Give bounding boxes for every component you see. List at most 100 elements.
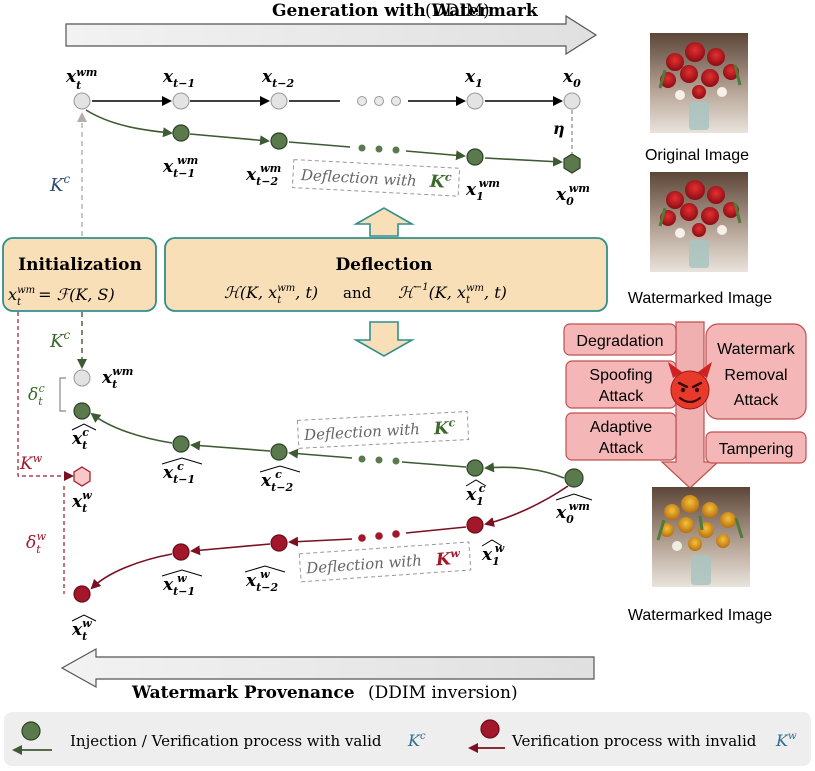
svg-text:Kw: Kw: [434, 547, 461, 571]
bottom-valid-deflection-note: Deflection with Kc: [296, 410, 470, 449]
svg-text:x0: x0: [562, 67, 581, 90]
svg-text:xt−2: xt−2: [261, 67, 294, 90]
node-x0-wm-hat: [564, 468, 584, 488]
node-x1-wm: [466, 148, 484, 166]
attack-watermark-removal: Watermark Removal Attack: [705, 323, 807, 420]
svg-text:Watermark: Watermark: [717, 341, 796, 358]
bottom-invalid-labels: x1w xt−2w xt−1w xtw: [71, 539, 505, 643]
node-xt-2-c-hat: [270, 443, 288, 461]
svg-text:Adaptive: Adaptive: [590, 419, 652, 436]
original-image: [650, 33, 748, 133]
top-wm-chain: [85, 109, 581, 174]
svg-text:xt−1w: xt−1w: [162, 572, 195, 598]
svg-text:Spoofing: Spoofing: [589, 367, 652, 384]
svg-text:xt−2wm: xt−2wm: [245, 162, 281, 188]
svg-text:xtw: xtw: [71, 617, 92, 643]
bottom-invalid-chain: [73, 485, 569, 603]
attack-spoofing: Spoofing Attack: [565, 360, 677, 409]
deflection-box: Deflection ℋ(K, xtwm, t) and ℋ−1(K, xtwm…: [164, 237, 608, 312]
svg-text:Deflection: Deflection: [335, 255, 432, 275]
svg-text:xtwm= ℱ(K, S): xtwm= ℱ(K, S): [8, 285, 115, 308]
legend: Injection / Verification process with va…: [4, 712, 811, 766]
legend-valid-text: Injection / Verification process with va…: [70, 732, 382, 750]
top-chain-labels: xtwm xt−1 xt−2 x1 x0: [65, 66, 581, 92]
node-xt-1-wm: [172, 124, 190, 142]
down-arrow: [352, 321, 416, 357]
watermarked-image-label-1: Watermarked Image: [628, 290, 772, 307]
svg-text:Removal: Removal: [724, 367, 787, 384]
attack-degradation: Degradation: [563, 323, 677, 356]
node-xt-2: [270, 92, 288, 110]
svg-text:Attack: Attack: [599, 440, 644, 457]
svg-text:Kc: Kc: [432, 416, 456, 439]
svg-text:xtc: xtc: [71, 426, 89, 452]
svg-text:Attack: Attack: [599, 388, 644, 405]
bottom-valid-chain: [73, 402, 584, 488]
node-x1-c-hat: [466, 459, 484, 477]
svg-text:x0wm: x0wm: [555, 182, 590, 208]
svg-text:xt−2c: xt−2c: [260, 468, 293, 494]
svg-text:xtwm: xtwm: [65, 66, 97, 92]
node-xt-w: [73, 466, 91, 487]
svg-text:Kc: Kc: [407, 731, 426, 750]
kw-label: Kw: [19, 452, 43, 474]
node-x1-w-hat: [466, 516, 484, 534]
delta-w-label: δtw: [26, 530, 47, 556]
svg-text:Tampering: Tampering: [719, 441, 794, 458]
node-x0: [563, 92, 581, 110]
attack-tampering: Tampering: [705, 431, 807, 464]
svg-text:Degradation: Degradation: [576, 333, 663, 350]
delta-c-label: δtc: [28, 382, 45, 408]
node-xt-c-hat: [73, 402, 91, 420]
svg-text:x1: x1: [464, 67, 483, 90]
top-deflection-note: Deflection with Kc: [291, 159, 461, 197]
node-xt-2-wm: [270, 132, 288, 150]
node-xt-1: [172, 92, 190, 110]
provenance-title-paren: (DDIM inversion): [368, 683, 518, 703]
node-xt-1-w-hat: [172, 543, 190, 561]
bottom-valid-labels: xtc xt−1c xt−2c x1c x0wm: [71, 423, 593, 526]
node-xt-1-c-hat: [172, 435, 190, 453]
top-chain: [73, 92, 581, 110]
svg-text:Attack: Attack: [734, 392, 779, 409]
svg-text:x1c: x1c: [465, 482, 486, 508]
svg-text:Kw: Kw: [775, 731, 797, 750]
initialization-box: Initialization xtwm= ℱ(K, S): [2, 237, 157, 312]
eta-label: η: [553, 119, 565, 138]
generation-arrow: [65, 14, 598, 56]
watermarked-image-2: [652, 487, 750, 587]
node-xt-wm: [73, 92, 91, 110]
initialization-title: Initialization: [18, 255, 142, 275]
legend-invalid-text: Verification process with invalid: [511, 732, 757, 750]
generation-title: Generation with Watermark: [272, 1, 539, 21]
legend-invalid-node: [480, 719, 500, 739]
original-image-label: Original Image: [645, 147, 749, 164]
node-xt-w-hat: [73, 585, 91, 603]
svg-text:x1wm: x1wm: [465, 177, 500, 203]
svg-text:xt−1wm: xt−1wm: [162, 154, 198, 180]
svg-text:x0wm: x0wm: [555, 500, 590, 526]
svg-text:xt−2w: xt−2w: [245, 568, 278, 594]
svg-text:xt−1c: xt−1c: [162, 460, 195, 486]
legend-valid-node: [21, 721, 41, 741]
node-x0-wm: [563, 153, 581, 174]
up-arrow: [352, 207, 416, 237]
node-x1: [466, 92, 484, 110]
node-xt-2-w-hat: [270, 534, 288, 552]
provenance-title: Watermark Provenance: [131, 683, 355, 703]
bottom-invalid-deflection-note: Deflection with Kw: [298, 541, 472, 583]
svg-text:Kc: Kc: [428, 170, 452, 193]
svg-text:xtwm: xtwm: [101, 365, 133, 391]
svg-text:ℋ(K, xtwm, t): ℋ(K, xtwm, t): [224, 283, 318, 306]
watermarked-image-1: [650, 172, 748, 272]
svg-text:ℋ−1(K, xtwm, t): ℋ−1(K, xtwm, t): [398, 282, 507, 306]
provenance-arrow: [60, 647, 595, 689]
kc-top-label: Kc: [49, 172, 70, 196]
svg-text:xtw: xtw: [71, 489, 92, 515]
node-bottom-xt-wm: [73, 369, 91, 387]
kc-bottom-label: Kc: [49, 328, 70, 352]
svg-text:xt−1: xt−1: [162, 67, 195, 90]
top-wm-labels: xt−1wm xt−2wm x1wm x0wm: [162, 154, 590, 208]
